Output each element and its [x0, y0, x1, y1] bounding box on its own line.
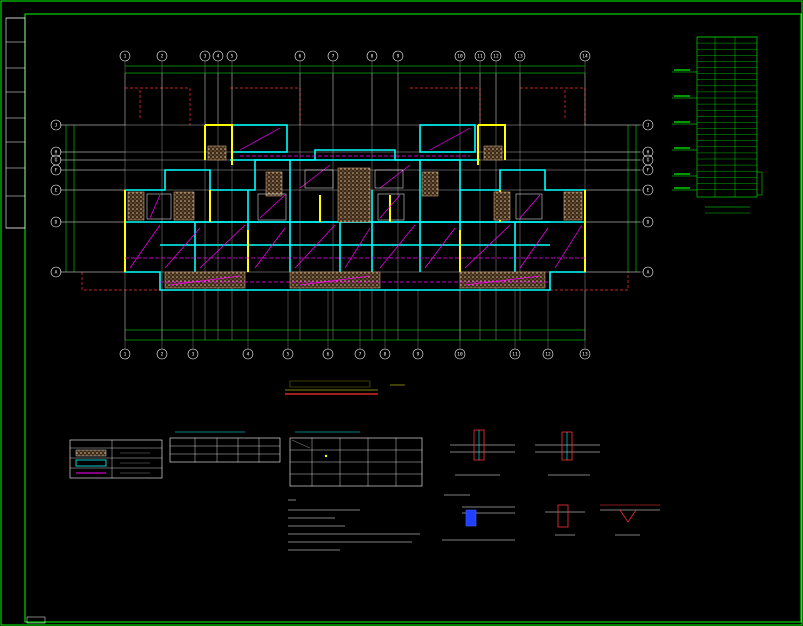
detail-sketch-4 — [545, 504, 585, 536]
grid-bubble — [392, 50, 404, 62]
grid-bubble-label: J — [55, 123, 58, 129]
parameter-table-1 — [169, 431, 281, 463]
grid-bubble — [642, 266, 654, 278]
grid-bubble-label: 4 — [247, 352, 250, 358]
title-block — [5, 17, 26, 229]
grid-bubble-label: 8 — [371, 54, 374, 60]
grid-bubble — [642, 119, 654, 131]
grid-bubble-label: 7 — [359, 352, 362, 358]
grid-bubble-label: D — [647, 220, 650, 226]
grid-bubble — [490, 50, 502, 62]
grid-bubble — [327, 50, 339, 62]
grid-bubble — [156, 348, 168, 360]
grid-bubble-label: 6 — [299, 54, 302, 60]
detail-sketch-2 — [535, 431, 600, 476]
grid-bubble — [242, 348, 254, 360]
grid-bubble-label: D — [55, 220, 58, 226]
grid-bubble-label: 9 — [397, 54, 400, 60]
grid-bubble-label: 4 — [217, 54, 220, 60]
grid-bubble-label: 2 — [161, 54, 164, 60]
grid-axis-right: J HGF E D A — [585, 119, 654, 278]
grid-bubble — [542, 348, 554, 360]
grid-bubble-label: 10 — [457, 352, 463, 358]
grid-bubble — [642, 146, 654, 158]
grid-bubble-label: G — [55, 158, 58, 164]
grid-bubble-label: 9 — [417, 352, 420, 358]
grid-bubble-label: 11 — [477, 54, 483, 60]
inner-frame — [24, 13, 802, 623]
grid-bubble-label: 13 — [582, 352, 588, 358]
grid-bubble — [579, 50, 591, 62]
grid-bubble — [187, 348, 199, 360]
grid-bubble — [212, 50, 224, 62]
grid-bubble-label: 13 — [517, 54, 523, 60]
grid-bubble-label: F — [55, 168, 58, 174]
grid-axis-left: J HGF E D A — [50, 119, 125, 278]
grid-bubble-label: 2 — [161, 352, 164, 358]
grid-bubble-label: 14 — [582, 54, 588, 60]
floor-plan[interactable] — [60, 73, 640, 340]
detail-sketch-5 — [600, 504, 660, 536]
grid-bubble-label: 11 — [512, 352, 518, 358]
grid-bubble — [379, 348, 391, 360]
grid-bubble — [119, 50, 131, 62]
legend-symbol-table — [69, 439, 163, 479]
grid-bubble — [322, 348, 334, 360]
grid-bubble — [514, 50, 526, 62]
grid-bubble — [226, 50, 238, 62]
grid-bubble-label: A — [55, 270, 58, 276]
grid-bubble — [454, 348, 466, 360]
grid-bubble — [642, 216, 654, 228]
parameter-table-2 — [289, 431, 423, 487]
grid-bubble-label: 12 — [493, 54, 499, 60]
right-legend-table — [672, 36, 763, 214]
grid-bubble-label: 10 — [457, 54, 463, 60]
grid-bubble-label: J — [647, 123, 650, 129]
grid-bubble — [474, 50, 486, 62]
grid-bubble — [294, 50, 306, 62]
grid-bubble-label: H — [647, 150, 650, 156]
dimension-lines — [65, 65, 637, 341]
grid-bubble-label: A — [647, 270, 650, 276]
bottom-left-stamp — [26, 616, 46, 624]
grid-bubble — [119, 348, 131, 360]
grid-bubble — [366, 50, 378, 62]
grid-bubble-label: 1 — [124, 54, 127, 60]
grid-bubble-label: E — [647, 188, 650, 194]
grid-bubble-label: H — [55, 150, 58, 156]
grid-bubble-label: 1 — [124, 352, 127, 358]
grid-bubble — [579, 348, 591, 360]
grid-bubble-label: 5 — [287, 352, 290, 358]
general-notes — [288, 499, 420, 551]
grid-bubble — [156, 50, 168, 62]
detail-sketch-1 — [450, 429, 515, 476]
detail-sketch-3 — [442, 494, 515, 541]
grid-bubble — [642, 164, 654, 176]
grid-bubble-label: 12 — [545, 352, 551, 358]
plan-title — [285, 380, 405, 395]
grid-bubble — [642, 184, 654, 196]
grid-bubble — [509, 348, 521, 360]
grid-bubble — [354, 348, 366, 360]
grid-bubble-label: E — [55, 188, 58, 194]
grid-bubble — [199, 50, 211, 62]
grid-bubble-label: 5 — [231, 54, 234, 60]
grid-bubble-label: 3 — [204, 54, 207, 60]
grid-bubble — [282, 348, 294, 360]
grid-bubble-label: 6 — [327, 352, 330, 358]
grid-bubble — [454, 50, 466, 62]
grid-bubble-label: 3 — [192, 352, 195, 358]
grid-bubble — [412, 348, 424, 360]
grid-bubble-label: 8 — [384, 352, 387, 358]
grid-bubble-label: F — [647, 168, 650, 174]
grid-bubble-label: 7 — [332, 54, 335, 60]
grid-bubble-label: G — [647, 158, 650, 164]
